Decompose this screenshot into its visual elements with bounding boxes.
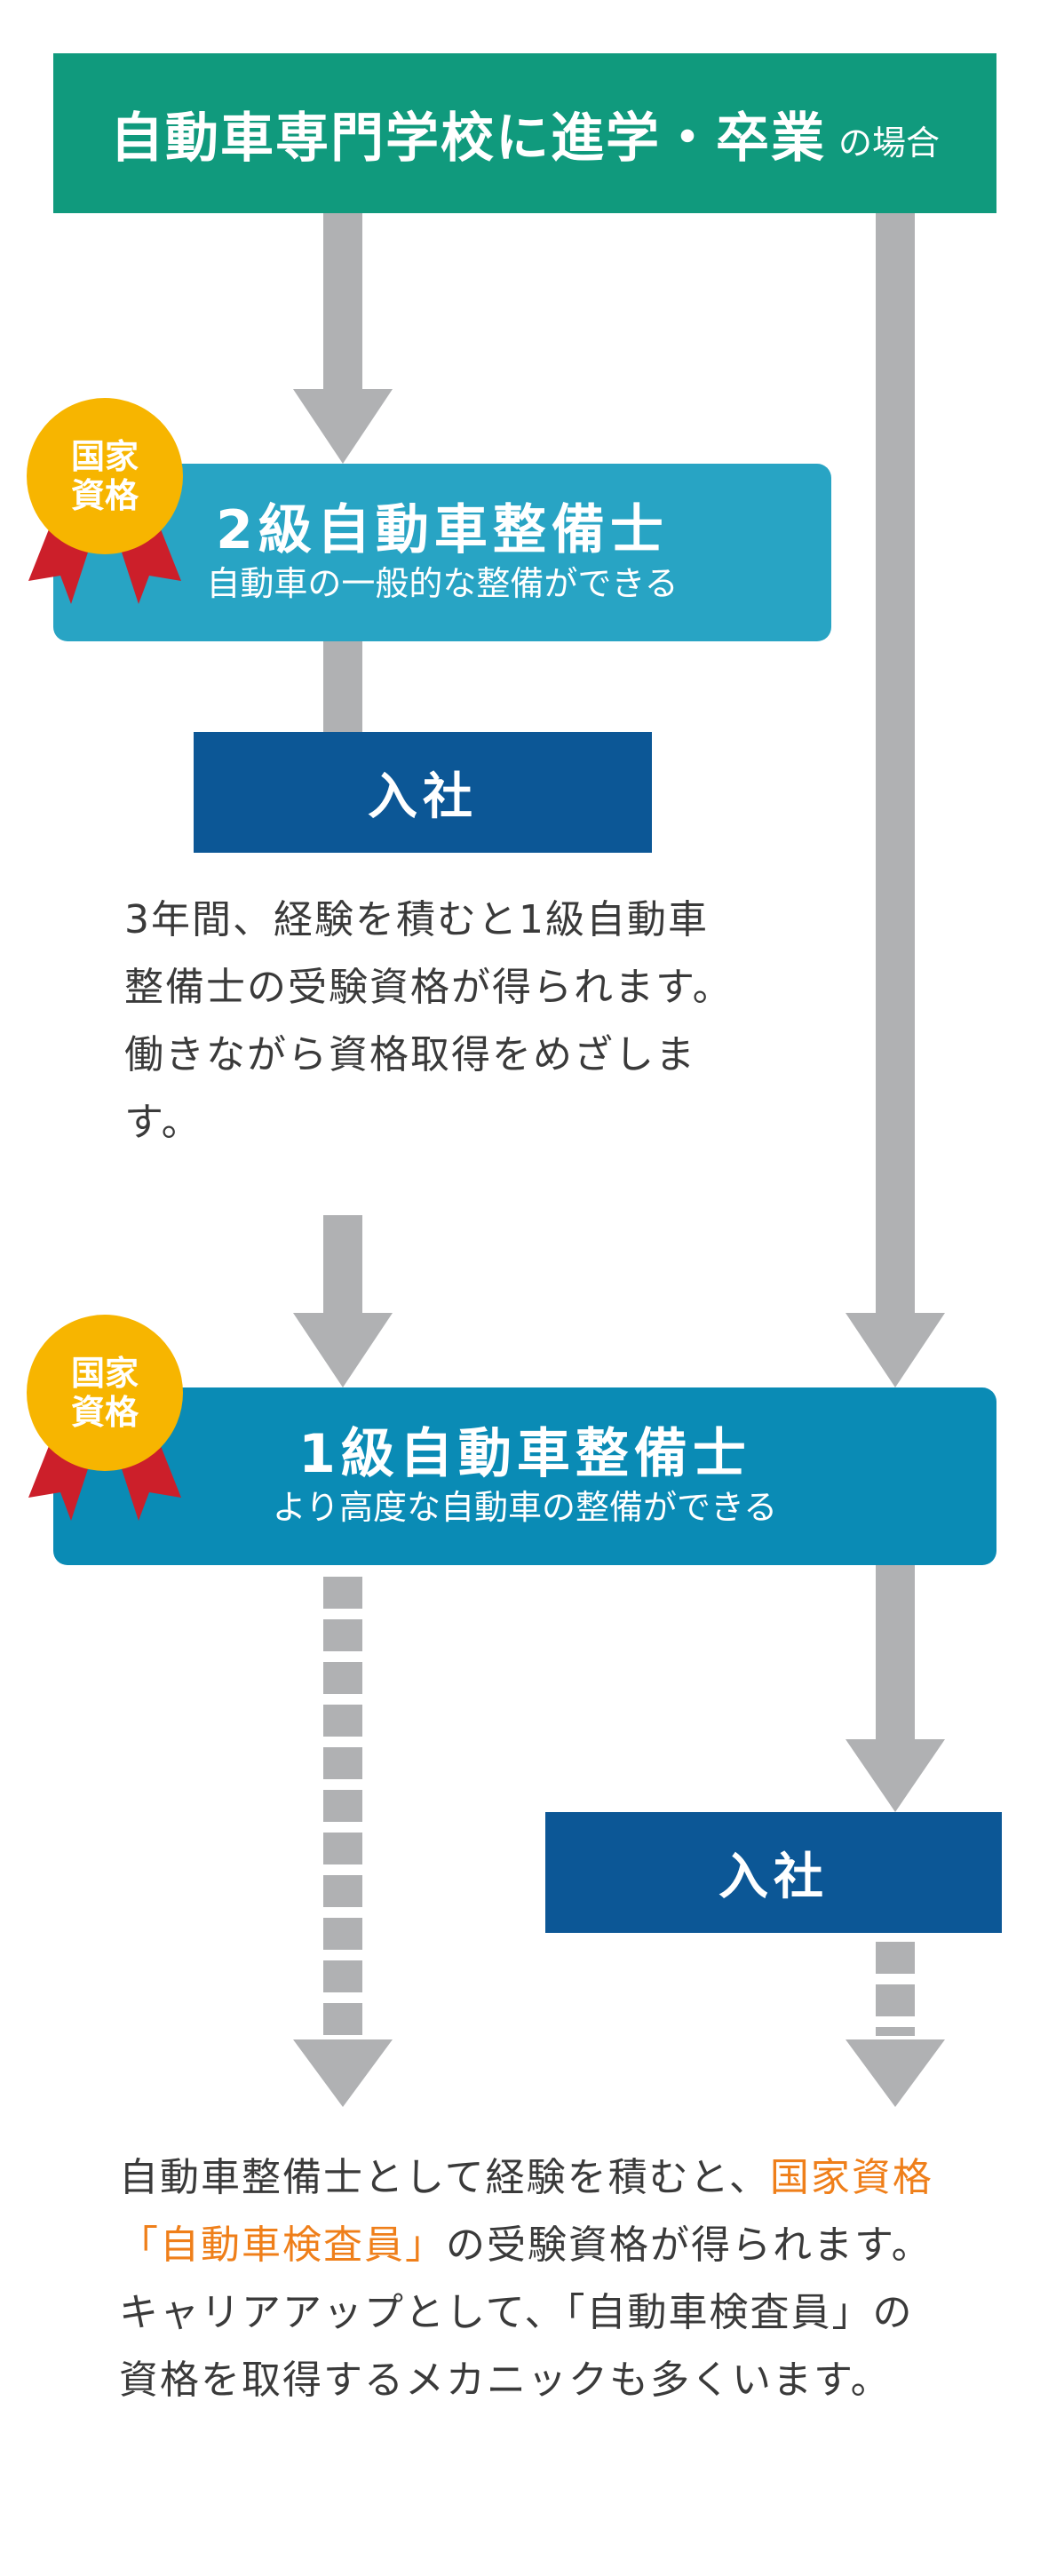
grade1-title: 1級自動車整備士 [298,1423,751,1486]
header-title: 自動車専門学校に進学・卒業 [109,107,826,170]
grade2-mechanic-box: 2級自動車整備士 自動車の一般的な整備ができる [53,464,831,641]
grade1-description: より高度な自動車の整備ができる [272,1488,778,1528]
badge-circle: 国家 資格 [27,398,183,554]
inspector-paragraph: 自動車整備士として経験を積むと、国家資格「自動車検査員」の受験資格が得られます。… [119,2144,945,2414]
arrow-shaft-left-1 [323,213,362,391]
arrow-head-right-2 [846,1739,945,1812]
inspector-paragraph-text-2: の受験資格が得られます。キャリアアップとして、「自動車検査員」の資格を取得するメ… [119,2222,933,2403]
join-company-box: 入社 [194,732,652,853]
highlight-qualification: 国家資格「自動車検査員」 [119,2155,933,2268]
inspector-paragraph-text: 自動車整備士として経験を積むと、 [119,2155,770,2200]
connector-left [323,640,362,732]
badge-circle: 国家 資格 [27,1315,183,1471]
dashed-arrow-left [293,1577,393,2107]
dashed-arrow-right [846,1942,945,2107]
join-label: 入社 [719,1848,829,1906]
join-label: 入社 [368,767,478,826]
grade2-description: 自動車の一般的な整備ができる [206,564,679,604]
join-company-box: 入社 [545,1812,1002,1933]
grade2-title: 2級自動車整備士 [216,499,669,562]
arrow-head-left-1 [293,389,393,464]
badge-text-line1: 国家 [70,437,139,476]
header-suffix: の場合 [838,123,940,163]
arrow-shaft-right-1 [876,213,915,1315]
national-qualification-badge: 国家 資格 [27,1315,183,1521]
badge-text-line2: 資格 [70,1393,139,1432]
arrow-shaft-right-2 [876,1565,915,1741]
arrow-shaft-left-2 [323,1215,362,1313]
badge-text-line1: 国家 [70,1354,139,1393]
national-qualification-badge: 国家 資格 [27,398,183,604]
header-banner: 自動車専門学校に進学・卒業 の場合 [53,53,996,213]
badge-text-line2: 資格 [70,476,139,515]
grade1-mechanic-box: 1級自動車整備士 より高度な自動車の整備ができる [53,1387,996,1565]
experience-paragraph: 3年間、経験を積むと1級自動車整備士の受験資格が得られます。働きながら資格取得を… [124,897,734,1145]
arrow-head-right-1 [846,1313,945,1387]
arrow-head-left-2 [293,1313,393,1387]
